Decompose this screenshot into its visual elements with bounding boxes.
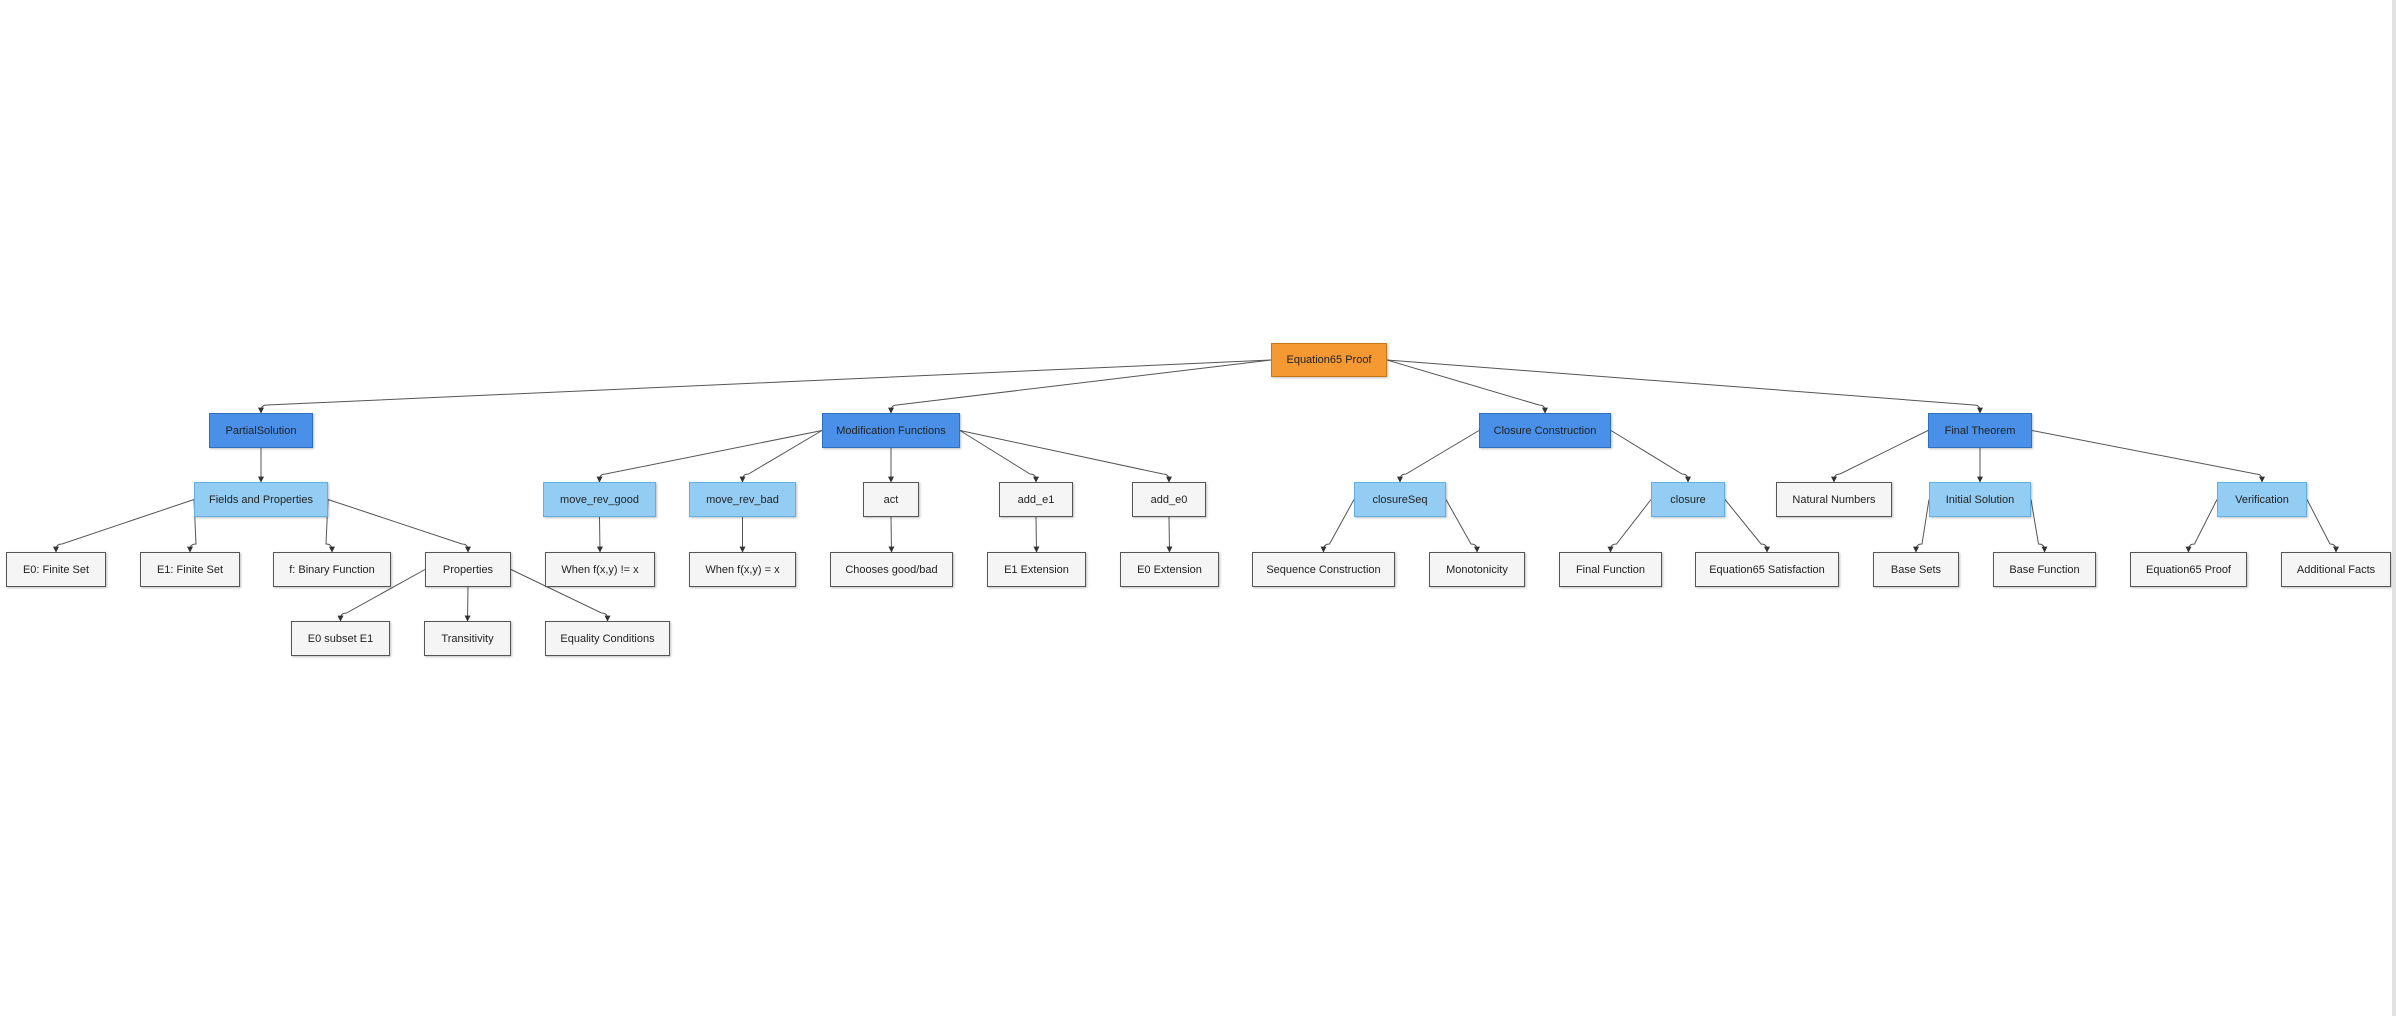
node-e0-extension[interactable]: E0 Extension [1120, 552, 1219, 587]
edge-fields_and_properties-to-f_binary_function [325, 499, 335, 553]
edge-root-to-partial_solution [258, 359, 1272, 414]
node-e0-subset-e1[interactable]: E0 subset E1 [291, 621, 390, 656]
node-f-binary-function[interactable]: f: Binary Function [273, 552, 391, 587]
edge-properties-to-equality_conditions [510, 569, 611, 622]
edge-move_rev_good-to-when_fxy_neq_x [596, 516, 603, 553]
node-equation65-proof-root[interactable]: Equation65 Proof [1271, 343, 1387, 377]
edge-closure-to-equation65_satisfaction [1724, 499, 1770, 553]
node-e1-extension[interactable]: E1 Extension [987, 552, 1086, 587]
node-modification-functions[interactable]: Modification Functions [822, 413, 960, 448]
node-closure-construction[interactable]: Closure Construction [1479, 413, 1611, 448]
node-e0-finite-set[interactable]: E0: Finite Set [6, 552, 106, 587]
node-final-function[interactable]: Final Function [1559, 552, 1662, 587]
edge-modification_functions-to-move_rev_good [596, 430, 823, 483]
edge-root-to-closure_construction [1386, 359, 1548, 414]
node-act[interactable]: act [863, 482, 919, 517]
edge-fields_and_properties-to-e1_finite_set [187, 499, 197, 553]
edge-modification_functions-to-add_e1 [959, 430, 1039, 483]
edge-closure-to-final_function [1607, 499, 1652, 553]
node-initial-solution[interactable]: Initial Solution [1929, 482, 2031, 517]
node-base-sets[interactable]: Base Sets [1873, 552, 1959, 587]
node-equality-conditions[interactable]: Equality Conditions [545, 621, 670, 656]
node-when-fxy-equal-x[interactable]: When f(x,y) = x [689, 552, 796, 587]
edge-modification_functions-to-move_rev_bad [739, 430, 823, 483]
node-closure[interactable]: closure [1651, 482, 1725, 517]
node-add-e0[interactable]: add_e0 [1132, 482, 1206, 517]
edge-root-to-modification_functions [888, 359, 1272, 414]
node-chooses-good-bad[interactable]: Chooses good/bad [830, 552, 953, 587]
edge-fields_and_properties-to-e0_finite_set [53, 499, 195, 553]
edge-verification-to-additional_facts [2306, 499, 2339, 553]
node-move-rev-good[interactable]: move_rev_good [543, 482, 656, 517]
edge-closure_construction-to-closure [1610, 430, 1691, 483]
edge-final_theorem-to-natural_numbers [1831, 430, 1929, 483]
node-add-e1[interactable]: add_e1 [999, 482, 1073, 517]
node-sequence-construction[interactable]: Sequence Construction [1252, 552, 1395, 587]
node-equation65-satisfaction[interactable]: Equation65 Satisfaction [1695, 552, 1839, 587]
node-final-theorem[interactable]: Final Theorem [1928, 413, 2032, 448]
node-closure-seq[interactable]: closureSeq [1354, 482, 1446, 517]
edge-fields_and_properties-to-properties [327, 499, 471, 553]
vertical-scrollbar[interactable] [2392, 0, 2396, 1016]
node-e1-finite-set[interactable]: E1: Finite Set [140, 552, 240, 587]
edge-act-to-chooses_good_bad [888, 516, 895, 553]
node-fields-and-properties[interactable]: Fields and Properties [194, 482, 328, 517]
edge-verification-to-equation65_proof [2185, 499, 2218, 553]
edge-closure_construction-to-closure_seq [1397, 430, 1480, 483]
edge-properties-to-e0_subset_e1 [337, 569, 426, 622]
node-properties[interactable]: Properties [425, 552, 511, 587]
node-move-rev-bad[interactable]: move_rev_bad [689, 482, 796, 517]
node-natural-numbers[interactable]: Natural Numbers [1776, 482, 1892, 517]
edge-add_e0-to-e0_extension [1166, 516, 1173, 553]
edge-closure_seq-to-sequence_construction [1320, 499, 1355, 553]
node-when-fxy-not-equal-x[interactable]: When f(x,y) != x [545, 552, 655, 587]
edge-initial_solution-to-base_function [2030, 499, 2048, 553]
node-verification[interactable]: Verification [2217, 482, 2307, 517]
edge-modification_functions-to-add_e0 [959, 430, 1172, 483]
node-additional-facts[interactable]: Additional Facts [2281, 552, 2391, 587]
node-equation65-proof-leaf[interactable]: Equation65 Proof [2130, 552, 2247, 587]
edge-final_theorem-to-verification [2031, 430, 2265, 483]
edge-initial_solution-to-base_sets [1913, 499, 1930, 553]
node-base-function[interactable]: Base Function [1993, 552, 2096, 587]
node-monotonicity[interactable]: Monotonicity [1429, 552, 1525, 587]
edge-properties-to-transitivity [464, 586, 471, 622]
edge-root-to-final_theorem [1386, 359, 1983, 414]
edge-add_e1-to-e1_extension [1033, 516, 1040, 553]
node-partial-solution[interactable]: PartialSolution [209, 413, 313, 448]
edge-closure_seq-to-monotonicity [1445, 499, 1480, 553]
node-transitivity[interactable]: Transitivity [424, 621, 511, 656]
